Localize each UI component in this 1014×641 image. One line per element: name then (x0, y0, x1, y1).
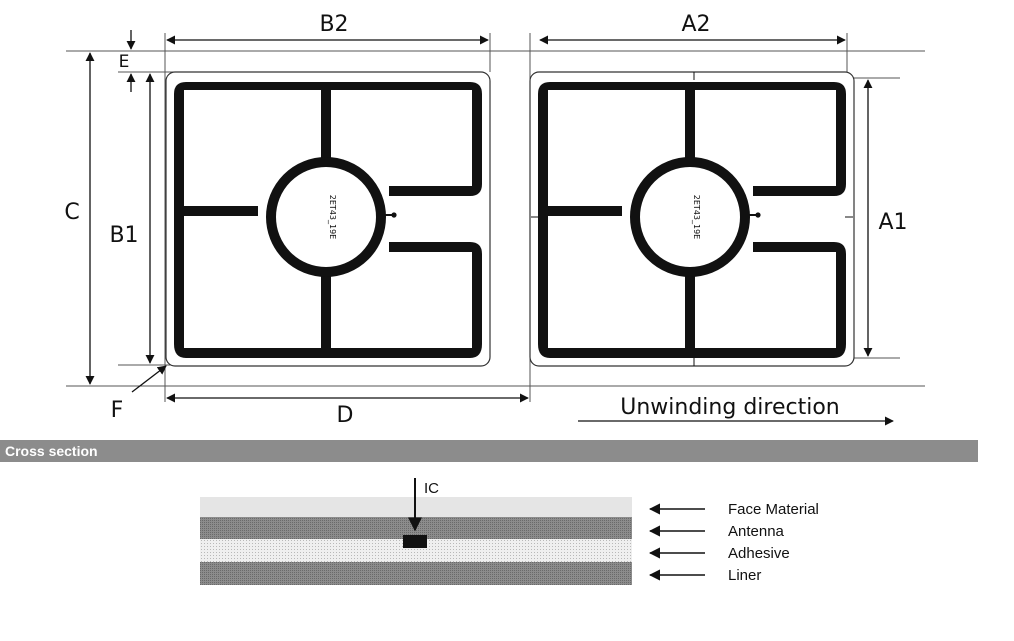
dimension-a1-label: A1 (878, 210, 907, 235)
dimension-b2-label: B2 (319, 12, 348, 37)
dimension-arrows (85, 30, 894, 426)
alignment-ticks (531, 72, 853, 366)
rfid-label-left (166, 72, 490, 366)
layer-pointer-arrows (648, 503, 705, 581)
layer-label-liner: Liner (728, 567, 761, 584)
layer-label-adhesive: Adhesive (728, 545, 790, 562)
layer-liner (200, 562, 632, 585)
dimension-f-label: F (111, 398, 124, 423)
dimension-e-label: E (119, 52, 130, 72)
ic-chip (403, 535, 427, 548)
dimension-a2-label: A2 (681, 12, 710, 37)
layer-label-antenna: Antenna (728, 523, 785, 540)
cross-section-header (0, 440, 978, 462)
ic-label: IC (424, 480, 439, 497)
layer-adhesive (200, 539, 632, 562)
chip-marking-left: 2ET43_19E (328, 195, 337, 239)
dimension-d-label: D (337, 403, 354, 428)
layer-label-face-material: Face Material (728, 501, 819, 518)
dimension-c-label: C (64, 200, 79, 225)
chip-marking-right: 2ET43_19E (692, 195, 701, 239)
cross-section-title: Cross section (5, 443, 98, 459)
unwinding-direction-label: Unwinding direction (620, 395, 839, 420)
rfid-label-right (530, 72, 854, 366)
dimension-b1-label: B1 (109, 223, 138, 248)
